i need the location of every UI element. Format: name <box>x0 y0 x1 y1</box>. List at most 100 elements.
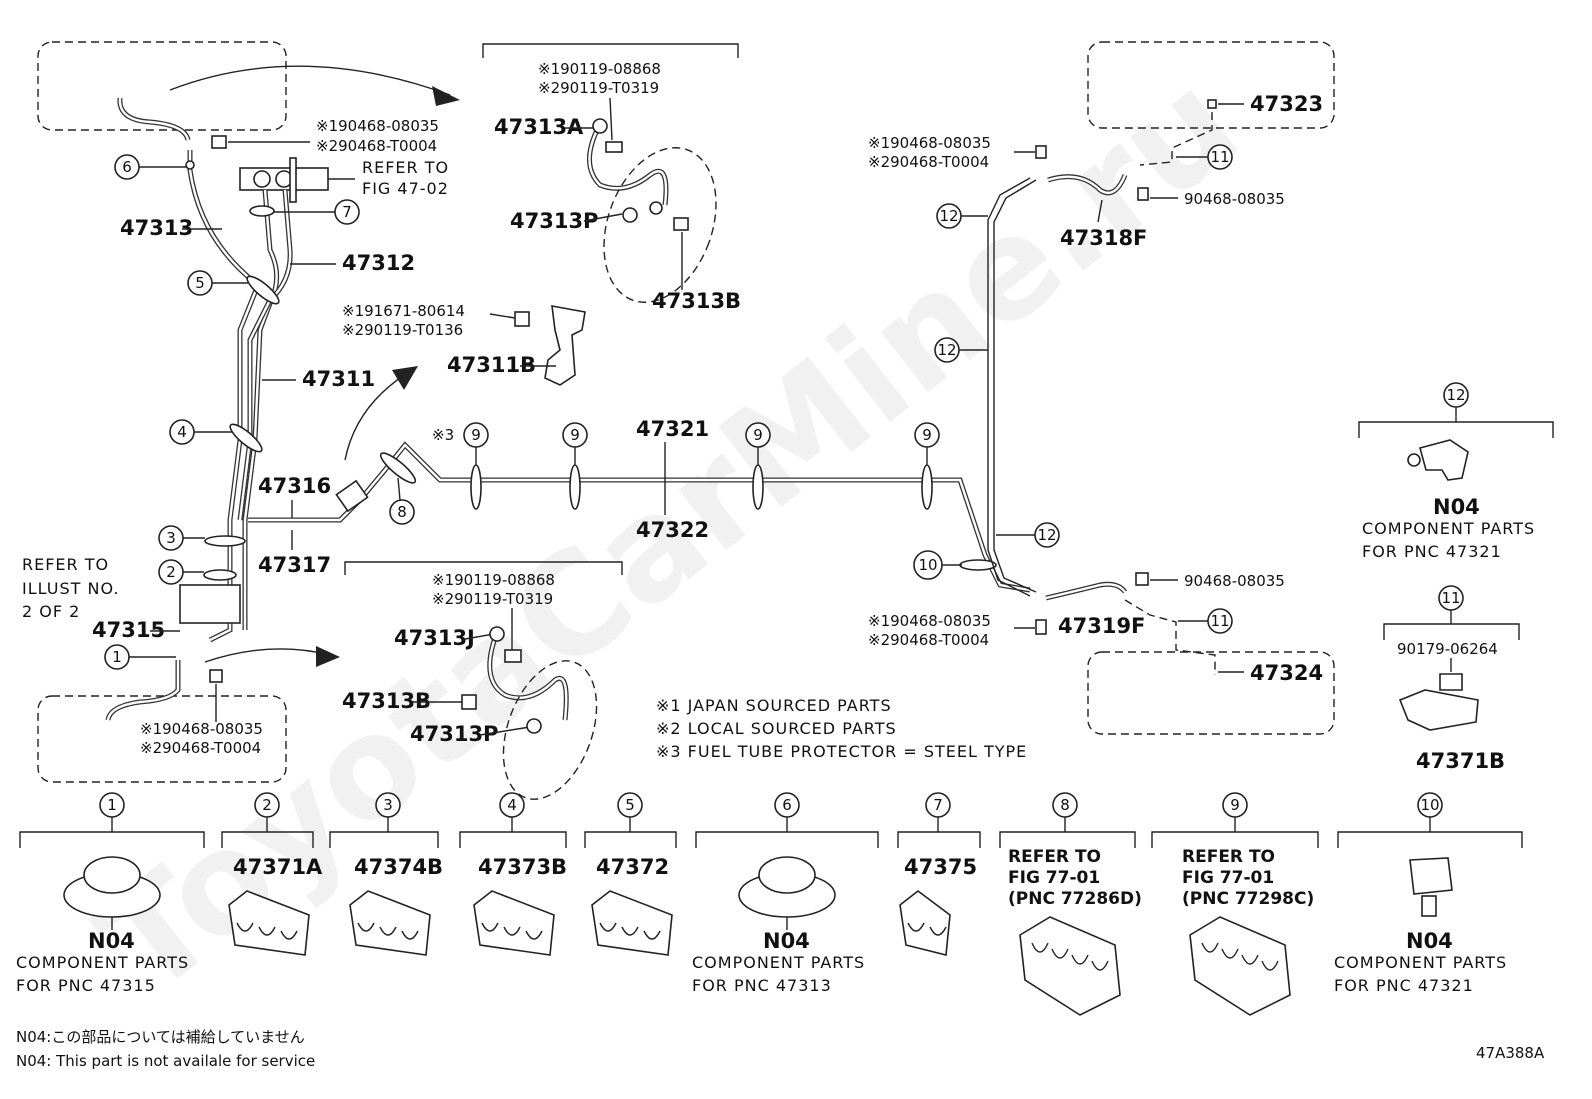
pn-tr-a: ※190468-08035 <box>868 134 991 152</box>
label-47324: 47324 <box>1250 661 1323 685</box>
callout-8: 8 <box>389 477 415 525</box>
bottom-part-code: N04 <box>1406 929 1453 953</box>
top-left-inset <box>37 41 287 131</box>
pn-r11: 90179-06264 <box>1397 640 1498 658</box>
label-47313A: 47313A <box>494 115 584 139</box>
note-2: ※2 LOCAL SOURCED PARTS <box>656 719 897 738</box>
note-3: ※3 FUEL TUBE PROTECTOR = STEEL TYPE <box>656 742 1027 761</box>
bottom-part-code: N04 <box>763 929 810 953</box>
svg-text:11: 11 <box>1210 148 1229 166</box>
pn-bl-b: ※290468-T0004 <box>140 739 261 757</box>
label-47312: 47312 <box>342 251 415 275</box>
bottom-part-code: 47373B <box>478 855 567 879</box>
pn-bc-a: ※190119-08868 <box>432 571 555 589</box>
bottom-part-num: 6 <box>782 796 792 814</box>
bottom-part-num: 7 <box>933 796 943 814</box>
svg-text:10: 10 <box>918 556 937 574</box>
bottom-part-ref-line: REFER TO <box>1182 847 1275 867</box>
callout-12b: 12 <box>934 337 988 363</box>
right-part-12: 12 N04 COMPONENT PARTS FOR PNC 47321 <box>1358 382 1554 561</box>
pn-bl-a: ※190468-08035 <box>140 720 263 738</box>
pn-br-b: ※190468-08035 <box>868 612 991 630</box>
label-47313P-top: 47313P <box>510 209 598 233</box>
bottom-part-line1: COMPONENT PARTS <box>16 953 189 972</box>
pn-bc-b: ※290119-T0319 <box>432 590 553 608</box>
bottom-right-inset <box>1087 651 1335 735</box>
bottom-part-num: 1 <box>107 796 117 814</box>
bottom-left-inset <box>37 695 287 783</box>
svg-text:4: 4 <box>177 423 187 441</box>
callout-6: 6 <box>114 154 186 180</box>
bottom-part-num: 10 <box>1420 796 1439 814</box>
bottom-part-ref-line: FIG 77-01 <box>1182 868 1274 888</box>
figure-code: 47A388A <box>1476 1044 1545 1062</box>
bottom-part-num: 5 <box>625 796 635 814</box>
bottom-part-line2: FOR PNC 47313 <box>692 976 832 995</box>
svg-text:12: 12 <box>1037 526 1056 544</box>
pn-br-a: 90468-08035 <box>1184 572 1285 590</box>
svg-text:12: 12 <box>937 341 956 359</box>
callout-4: 4 <box>169 419 232 445</box>
bottom-part-line2: FOR PNC 47315 <box>16 976 156 995</box>
r12-line2: FOR PNC 47321 <box>1362 542 1502 561</box>
pn-mid-a: ※191671-80614 <box>342 302 465 320</box>
callout-12a: 12 <box>936 203 988 229</box>
label-47322: 47322 <box>636 518 709 542</box>
bottom-part-num: 9 <box>1230 796 1240 814</box>
label-47316: 47316 <box>258 474 331 498</box>
refer-fig4702-a: REFER TO <box>362 158 449 177</box>
bracket-47311B-icon <box>544 305 586 386</box>
svg-text:12: 12 <box>939 207 958 225</box>
top-left-arrow <box>169 65 451 96</box>
clip-12-icon <box>1419 439 1469 481</box>
pn-tr-c: 90468-08035 <box>1184 190 1285 208</box>
r12-line1: COMPONENT PARTS <box>1362 519 1535 538</box>
bottom-part-ref-line: REFER TO <box>1008 847 1101 867</box>
note3-marker: ※3 <box>432 426 454 444</box>
svg-text:9: 9 <box>753 426 763 444</box>
bottom-part-num: 3 <box>383 796 393 814</box>
label-47311: 47311 <box>302 367 375 391</box>
mid-bolt-icon <box>514 311 530 327</box>
footer-n04-jp: N04:この部品については補給していません <box>16 1028 305 1046</box>
bottom-part-num: 8 <box>1060 796 1070 814</box>
bottom-part-7: 7 47375 <box>897 792 981 957</box>
bottom-part-num: 2 <box>262 796 272 814</box>
pn-tl-a: ※190468-08035 <box>316 117 439 135</box>
label-47313B-top: 47313B <box>652 289 741 313</box>
callout-9b: 9 <box>562 422 588 465</box>
callout-3: 3 <box>158 525 205 551</box>
label-47321: 47321 <box>636 417 709 441</box>
refer-illust-c: 2 OF 2 <box>22 602 80 621</box>
label-47317: 47317 <box>258 553 331 577</box>
bottom-part-ref-line: (PNC 77298C) <box>1182 889 1314 909</box>
refer-fig4702-b: FIG 47-02 <box>362 179 449 198</box>
bottom-part-code: N04 <box>88 929 135 953</box>
clip-47371B-icon <box>1398 689 1479 731</box>
bottom-part-code: 47375 <box>904 855 977 879</box>
label-47313B-bot: 47313B <box>342 689 431 713</box>
label-47323: 47323 <box>1250 92 1323 116</box>
callout-2: 2 <box>158 559 204 585</box>
pn-tr-b: ※290468-T0004 <box>868 153 989 171</box>
svg-text:5: 5 <box>195 274 205 292</box>
note-1: ※1 JAPAN SOURCED PARTS <box>656 696 892 715</box>
callout-9a: 9 <box>463 422 489 465</box>
pn-br-c: ※290468-T0004 <box>868 631 989 649</box>
svg-text:9: 9 <box>471 426 481 444</box>
pn-mid-b: ※290119-T0136 <box>342 321 463 339</box>
svg-text:8: 8 <box>397 503 407 521</box>
label-47315: 47315 <box>92 618 165 642</box>
bottom-part-line1: COMPONENT PARTS <box>1334 953 1507 972</box>
svg-text:12: 12 <box>1446 386 1465 404</box>
r12-code: N04 <box>1433 495 1480 519</box>
callout-1: 1 <box>104 644 176 670</box>
